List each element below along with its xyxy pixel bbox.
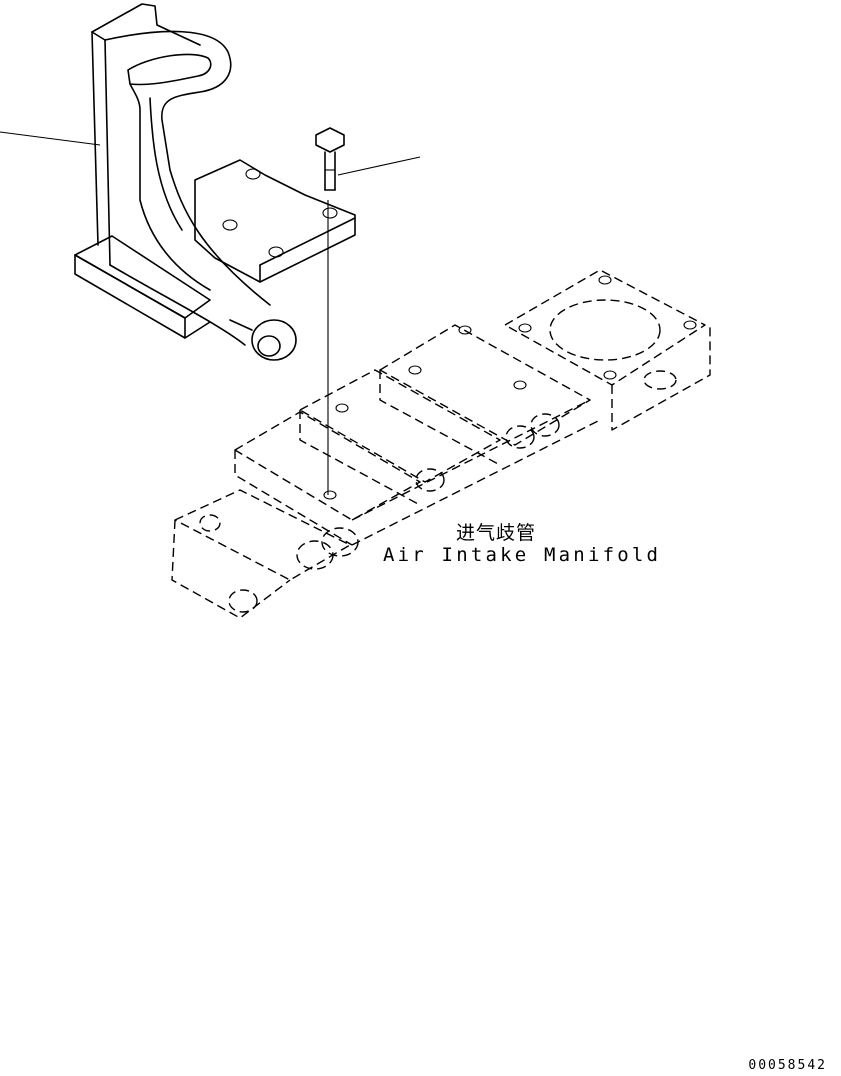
air-intake-manifold [171,269,711,619]
part-label-chinese: 进气歧管 [456,522,537,544]
bracket [74,3,356,361]
part-label-english: Air Intake Manifold [383,544,662,566]
bolt [315,127,345,495]
bracket-leader-line [0,131,101,146]
drawing-number: 00058542 [748,1058,827,1073]
bolt-leader-line [337,156,421,176]
